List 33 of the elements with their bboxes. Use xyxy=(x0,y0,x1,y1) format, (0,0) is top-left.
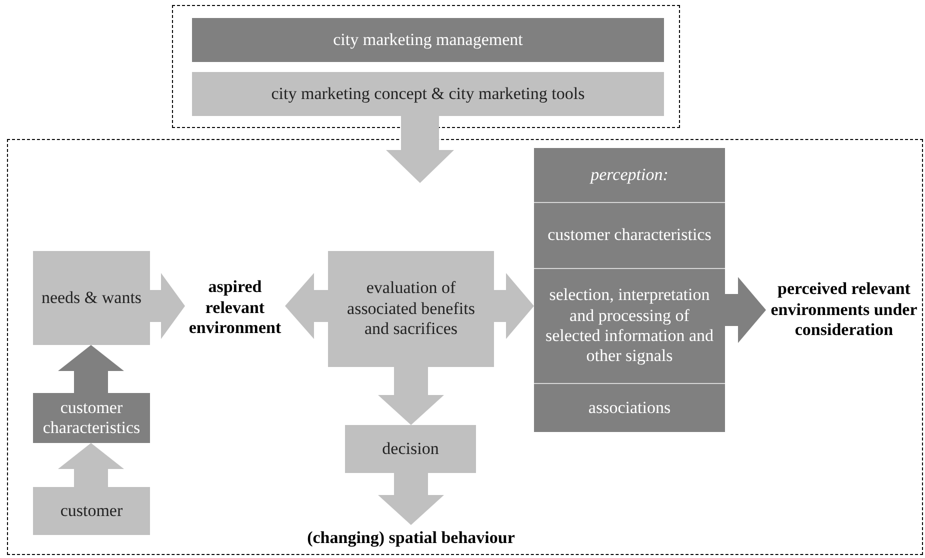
box-label: aspired relevant environment xyxy=(188,277,282,339)
dashed-frame xyxy=(7,139,923,555)
process-box xyxy=(33,251,150,345)
box-label: evaluation of associated benefits and sacrifices xyxy=(346,278,476,340)
box-label: customer characteristics xyxy=(42,398,142,438)
box-label: needs & wants xyxy=(41,288,142,308)
block-arrow xyxy=(378,367,444,425)
block-arrow xyxy=(494,273,534,339)
block-arrow xyxy=(386,116,454,183)
panel-item: customer characteristics xyxy=(548,225,712,246)
panel-item: selection, interpretation and processing of selected information and other signals xyxy=(544,285,715,367)
process-box xyxy=(328,251,494,367)
dashed-frame xyxy=(172,5,680,128)
block-arrow xyxy=(285,273,328,339)
block-arrow xyxy=(150,273,185,339)
process-box xyxy=(192,72,664,116)
block-arrow xyxy=(378,473,444,525)
block-arrow xyxy=(725,277,766,343)
panel-heading: perception: xyxy=(590,164,668,186)
box-label: perceived relevant environments under consideration xyxy=(770,279,918,341)
block-arrow xyxy=(58,345,124,393)
box-label: (changing) spatial behaviour xyxy=(307,528,515,548)
box-label: decision xyxy=(382,438,439,460)
box-label: city marketing concept & city marketing tools xyxy=(271,84,585,104)
box-label: customer xyxy=(60,500,123,522)
process-box xyxy=(33,393,150,443)
panel-item: associations xyxy=(588,398,671,418)
block-arrow xyxy=(58,443,124,487)
box-label: city marketing management xyxy=(333,30,523,50)
process-box xyxy=(33,487,150,535)
process-box xyxy=(345,425,476,473)
process-box xyxy=(192,18,664,62)
perception-panel xyxy=(534,148,725,432)
